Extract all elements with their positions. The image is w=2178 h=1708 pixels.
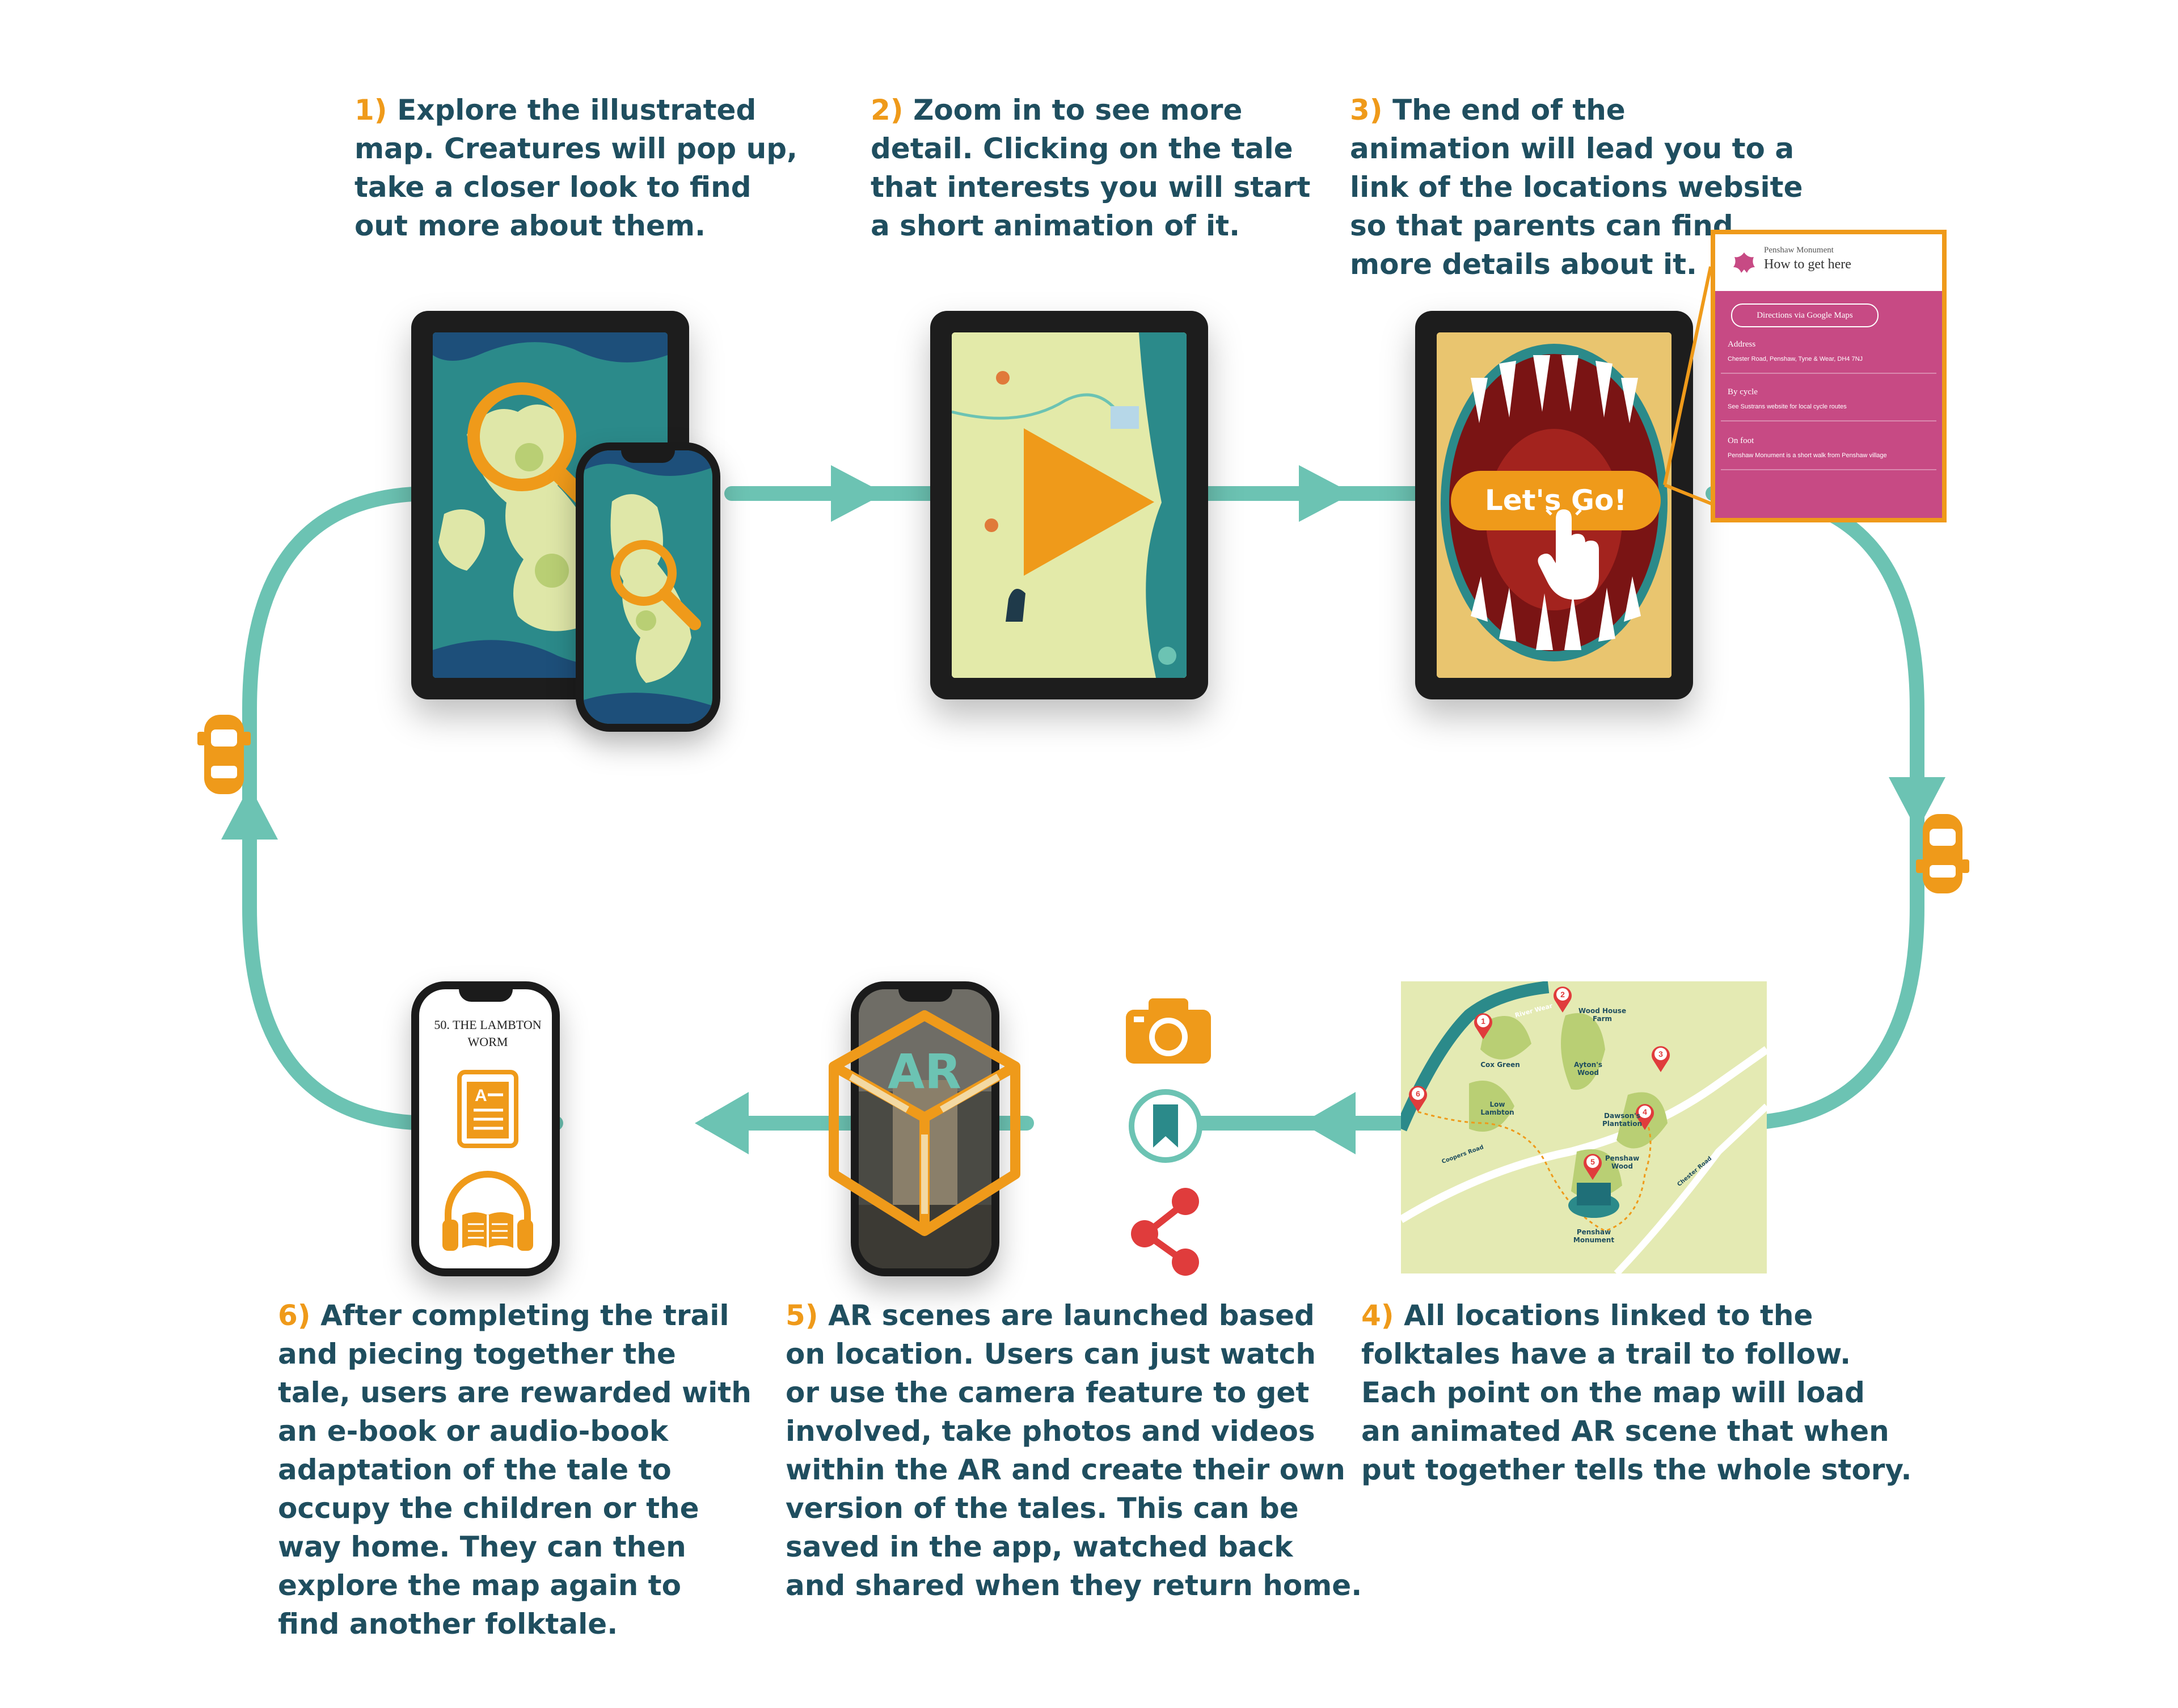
headphones-book-icon[interactable] (440, 1169, 536, 1254)
arrow-left-2 (695, 1092, 749, 1154)
cycle-value[interactable]: See Sustrans website for local cycle rou… (1728, 403, 1847, 410)
step-4-text: 4) All locations linked to the folktales… (1361, 1299, 1912, 1486)
cycle-label: By cycle (1728, 387, 1758, 397)
marker-3-icon[interactable]: 3 (1649, 1044, 1672, 1073)
address-label: Address (1728, 340, 1756, 349)
ar-cube-icon[interactable] (817, 1004, 1032, 1242)
marker-4-icon[interactable]: 4 (1633, 1102, 1656, 1131)
website-site-name: Penshaw Monument (1764, 246, 1834, 255)
step-1-text: 1) Explore the illustrated map. Creature… (354, 94, 798, 242)
ar-label: AR (888, 1044, 961, 1099)
arrow-left-1 (1302, 1092, 1356, 1154)
address-value: Chester Road, Penshaw, Tyne & Wear, DH4 … (1728, 356, 1863, 362)
directions-button[interactable]: Directions via Google Maps (1731, 303, 1879, 327)
marker-2-icon[interactable]: 2 (1551, 984, 1574, 1014)
place-penshaw-monument: Penshaw Monument (1573, 1228, 1615, 1244)
foot-value: Penshaw Monument is a short walk from Pe… (1728, 452, 1887, 459)
arrow-down (1889, 777, 1945, 831)
oak-leaf-icon (1733, 252, 1755, 273)
place-dawsons-plantation: Dawson's Plantation (1602, 1112, 1643, 1128)
step-5-text: 5) AR scenes are launched based on locat… (786, 1299, 1362, 1602)
place-cox-green: Cox Green (1480, 1061, 1520, 1069)
website-popup[interactable]: Penshaw Monument How to get here Directi… (1711, 230, 1947, 522)
car-icon-right (1916, 814, 1969, 893)
step-3-text: 3) The end of the animation will lead yo… (1350, 94, 1803, 281)
car-icon (197, 715, 251, 794)
ebook-title: 50. THE LAMBTON WORM (434, 1018, 542, 1049)
phone-map (576, 442, 720, 732)
uk-map-phone-illustration (584, 450, 712, 724)
marker-1-icon[interactable]: 1 (1472, 1011, 1495, 1040)
svg-text:5: 5 (1590, 1157, 1595, 1166)
marker-6-icon[interactable]: 6 (1407, 1083, 1429, 1113)
place-penshaw-wood: Penshaw Wood (1605, 1154, 1640, 1170)
svg-text:4: 4 (1643, 1107, 1647, 1116)
magnifier-small-icon (611, 540, 701, 630)
svg-text:1: 1 (1481, 1017, 1485, 1026)
svg-text:A: A (475, 1086, 487, 1105)
step-6-text: 6) After completing the trail and piecin… (278, 1299, 752, 1640)
arrow-up (221, 786, 278, 840)
svg-text:2: 2 (1560, 990, 1565, 999)
trail-map[interactable]: 1 2 3 4 5 6 River Wear Wood House Farm C… (1401, 981, 1767, 1273)
place-wood-house-farm: Wood House Farm (1578, 1007, 1627, 1023)
website-page-title: How to get here (1764, 257, 1851, 272)
bookmark-icon[interactable] (1126, 1086, 1205, 1166)
share-icon[interactable] (1129, 1186, 1202, 1276)
svg-text:3: 3 (1658, 1049, 1663, 1058)
foot-label: On foot (1728, 436, 1754, 445)
hand-pointer-icon (1538, 508, 1599, 600)
marker-5-icon[interactable]: 5 (1581, 1152, 1604, 1181)
ebook-icon[interactable]: A (457, 1069, 519, 1149)
website-header: Penshaw Monument How to get here (1715, 234, 1942, 294)
play-icon[interactable] (1018, 428, 1160, 576)
arrow-right-1 (831, 465, 885, 522)
place-low-lambton: Low Lambton (1480, 1100, 1514, 1116)
svg-text:6: 6 (1416, 1089, 1420, 1098)
trail-map-illustration (1401, 981, 1767, 1273)
arrow-right-2 (1299, 465, 1353, 522)
camera-icon[interactable] (1126, 998, 1211, 1064)
step-2-text: 2) Zoom in to see more detail. Clicking … (871, 94, 1311, 242)
place-aytons-wood: Ayton's Wood (1573, 1061, 1603, 1077)
